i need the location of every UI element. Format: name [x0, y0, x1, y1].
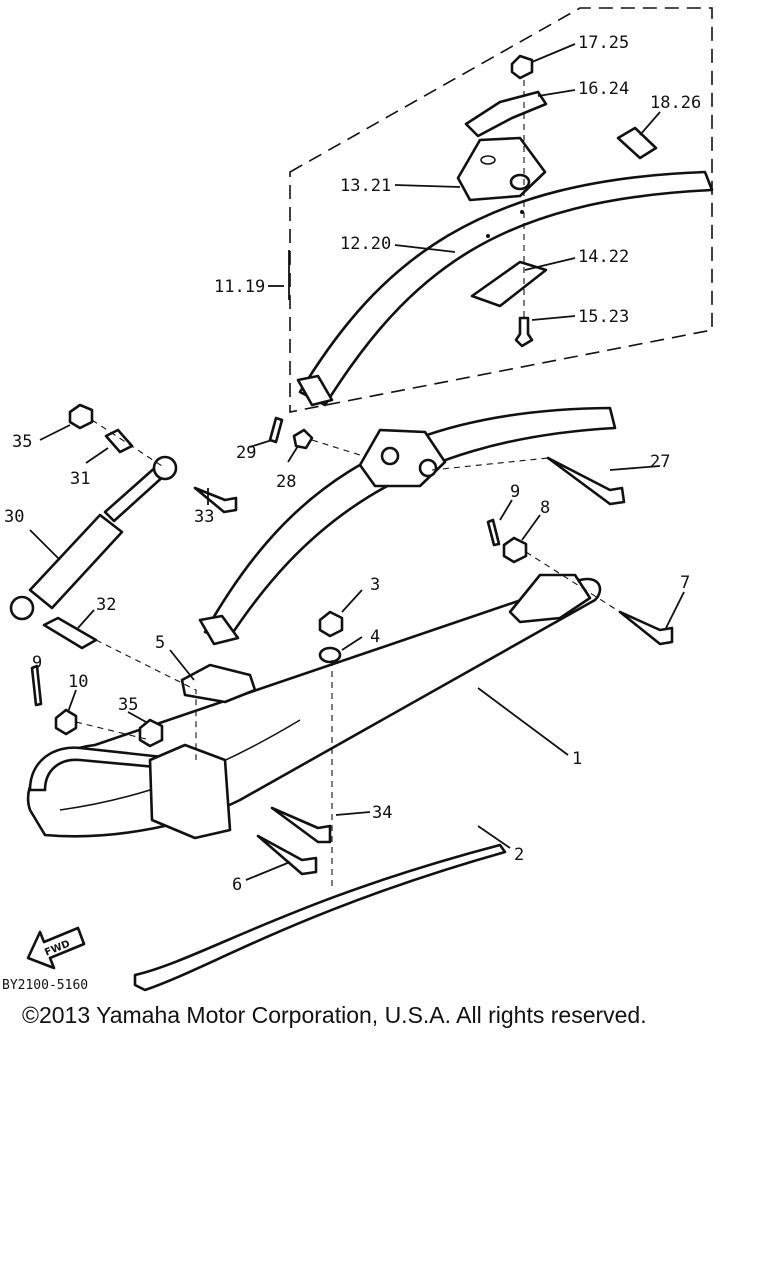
callout-18-26: 18.26 [650, 93, 701, 113]
spring-seat-lower [358, 428, 447, 488]
nut-3 [318, 610, 344, 638]
nut-8 [502, 536, 528, 564]
callout-6: 6 [232, 875, 242, 895]
callout-12-20: 12.20 [340, 234, 391, 254]
callout-16-24: 16.24 [578, 79, 629, 99]
nut-top [510, 54, 534, 80]
callout-27: 27 [650, 452, 670, 472]
leaf-spring-upper [296, 170, 714, 407]
cotter-pin-9-right [486, 518, 501, 547]
callout-29: 29 [236, 443, 256, 463]
callout-7: 7 [680, 573, 690, 593]
nut-28 [292, 428, 314, 450]
callout-17-25: 17.25 [578, 33, 629, 53]
callout-2: 2 [514, 845, 524, 865]
bolt-34 [270, 806, 332, 844]
callout-11-19: 11.19 [214, 277, 265, 297]
callout-5: 5 [155, 633, 165, 653]
clamp-plate [464, 90, 548, 138]
callout-9-left: 9 [32, 653, 42, 673]
collar-pin [616, 126, 658, 160]
fwd-arrow: FWD [26, 926, 86, 970]
callout-31: 31 [70, 469, 90, 489]
rear-bracket [508, 573, 592, 624]
collar-32 [42, 616, 98, 650]
copyright-notice: ©2013 Yamaha Motor Corporation, U.S.A. A… [22, 1002, 647, 1028]
sleeve-31 [104, 428, 134, 454]
nut-10 [54, 708, 78, 736]
callout-32: 32 [96, 595, 116, 615]
callout-14-22: 14.22 [578, 247, 629, 267]
front-bracket [148, 743, 232, 840]
callout-3: 3 [370, 575, 380, 595]
callout-33: 33 [194, 507, 214, 527]
callout-30: 30 [4, 507, 24, 527]
callout-13-21: 13.21 [340, 176, 391, 196]
bracket-5 [180, 663, 257, 704]
callout-34: 34 [372, 803, 392, 823]
bolt-15 [514, 316, 534, 348]
bracket-lower-plate [470, 260, 548, 308]
callout-1: 1 [572, 749, 582, 769]
bolt-27 [546, 456, 626, 506]
assembly-lines [75, 419, 621, 890]
drawing-code: BY2100-5160 [2, 978, 89, 993]
callout-lines [29, 43, 685, 881]
nut-35-top [68, 403, 94, 430]
bolt-33 [193, 486, 238, 514]
callout-4: 4 [370, 627, 380, 647]
callout-9-right: 9 [510, 482, 520, 502]
exploded-parts-diagram: FWD 17.25 16.24 18.26 13.21 [4, 7, 714, 992]
shock-absorber [9, 455, 178, 621]
callout-35-lower: 35 [118, 695, 138, 715]
cotter-pin-9-left [30, 664, 43, 707]
callout-10: 10 [68, 672, 88, 692]
callout-8: 8 [540, 498, 550, 518]
subassembly-boundary [289, 7, 713, 413]
callout-35-top: 35 [12, 432, 32, 452]
cotter-pin-29 [268, 416, 284, 444]
washer-4 [318, 646, 342, 664]
spring-seat-upper [456, 136, 547, 202]
callout-28: 28 [276, 472, 296, 492]
nut-35-lower [138, 718, 164, 748]
bolt-6 [256, 834, 318, 876]
wear-runner [133, 843, 507, 992]
callout-15-23: 15.23 [578, 307, 629, 327]
bolt-7 [618, 610, 674, 646]
